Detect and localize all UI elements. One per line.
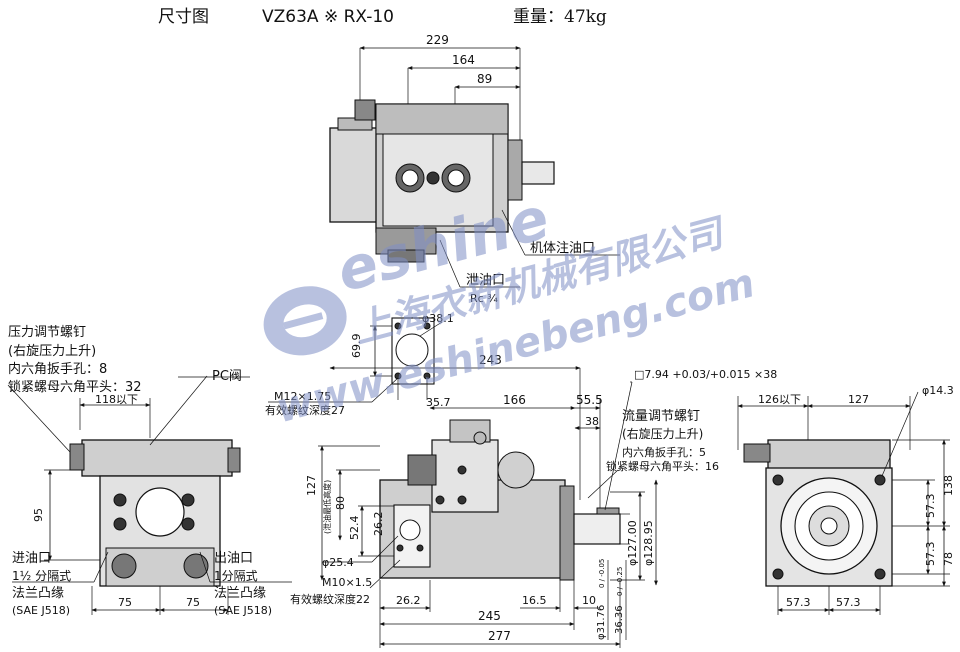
inlet-sae: (SAE J518) xyxy=(12,604,70,617)
dim-55-5: 55.5 xyxy=(576,393,603,407)
dim-10: 10 xyxy=(582,594,596,607)
top-view xyxy=(329,46,620,288)
dim-80: 80 xyxy=(334,496,347,510)
dim-75-a: 75 xyxy=(118,596,132,609)
dim-16-5: 16.5 xyxy=(522,594,547,607)
dim-36-36: 36.36 xyxy=(614,605,625,634)
drain-thread-label: Rc ¾ xyxy=(470,292,498,305)
pressure-hex: 内六角扳手孔：8 xyxy=(8,361,107,377)
dim-69-9: 69.9 xyxy=(350,334,363,359)
dim-127-v: 127 xyxy=(305,475,318,496)
dim-127-00: φ127.00 xyxy=(626,520,639,566)
pc-valve-label: PC阀 xyxy=(212,369,242,384)
m12-depth-label: 有效螺纹深度27 xyxy=(265,403,345,417)
right-view xyxy=(737,391,950,615)
flow-screw-title: 流量调节螺钉 xyxy=(622,409,700,424)
machine-oil-port-label: 机体注油口 xyxy=(530,241,595,256)
inlet-flange: 法兰凸缘 xyxy=(12,586,64,601)
dim-127-v-note: (泄油最低高度) xyxy=(322,480,332,534)
dim-78: 78 xyxy=(942,552,955,566)
pressure-locknut: 锁紧螺母六角平头：32 xyxy=(8,379,142,395)
key-dimension: □7.94 +0.03/+0.015 ×38 xyxy=(634,368,777,381)
outlet-size: 1分隔式 xyxy=(214,569,258,583)
dim-57-3-c: 57.3 xyxy=(786,596,811,609)
dim-127-h: 127 xyxy=(848,393,869,406)
dim-126: 126以下 xyxy=(758,393,801,406)
dim-75-b: 75 xyxy=(186,596,200,609)
dim-245: 245 xyxy=(478,609,501,623)
m12-label: M12×1.75 xyxy=(274,390,331,403)
left-view xyxy=(7,375,292,615)
dim-166: 166 xyxy=(503,393,526,407)
drain-port-label: 泄油口 xyxy=(466,273,505,288)
dim-57-3-b: 57.3 xyxy=(924,542,937,567)
header-title: 尺寸图 xyxy=(158,7,209,27)
dim-38-1: φ38.1 xyxy=(422,312,454,325)
dim-128-95: φ128.95 xyxy=(642,520,655,566)
inlet-size: 1½ 分隔式 xyxy=(12,569,71,583)
outlet-flange: 法兰凸缘 xyxy=(214,586,266,601)
header-model: VZ63A ※ RX-10 xyxy=(262,7,394,27)
m10-label: M10×1.5 xyxy=(322,576,372,589)
flow-hex: 内六角扳手孔：5 xyxy=(622,445,706,459)
dim-36-36-tol: 0 / -0.25 xyxy=(616,567,624,596)
dim-35-7: 35.7 xyxy=(426,396,451,409)
dim-164: 164 xyxy=(452,53,475,67)
flow-locknut: 锁紧螺母六角平头：16 xyxy=(606,459,719,473)
dim-26-2-b: 26.2 xyxy=(396,594,421,607)
dim-229: 229 xyxy=(426,33,449,47)
dim-14-3: φ14.3 xyxy=(922,384,954,397)
dim-26-2-a: 26.2 xyxy=(372,512,385,537)
dim-243: 243 xyxy=(479,353,502,367)
dim-25-4: φ25.4 xyxy=(322,556,354,569)
m10-depth-label: 有效螺纹深度22 xyxy=(290,592,370,606)
outlet-title: 出油口 xyxy=(214,551,253,566)
header-weight: 重量：47kg xyxy=(513,7,607,27)
pressure-screw-note: (右旋压力上升) xyxy=(8,344,96,359)
outlet-sae: (SAE J518) xyxy=(214,604,272,617)
dim-31-76: φ31.76 xyxy=(596,605,607,640)
dim-57-3-a: 57.3 xyxy=(924,494,937,519)
inlet-title: 进油口 xyxy=(12,551,51,566)
dim-95: 95 xyxy=(32,508,45,522)
dim-38: 38 xyxy=(585,415,599,428)
flow-screw-note: (右旋压力上升) xyxy=(622,426,703,441)
dim-118: 118以下 xyxy=(95,393,138,406)
dim-138: 138 xyxy=(942,475,955,496)
dim-52-4: 52.4 xyxy=(348,516,361,541)
dim-89: 89 xyxy=(477,72,492,86)
dim-277: 277 xyxy=(488,629,511,643)
dim-31-76-tol: 0 / -0.05 xyxy=(598,559,606,588)
pressure-screw-title: 压力调节螺钉 xyxy=(8,325,86,340)
center-view xyxy=(268,317,658,648)
dim-57-3-d: 57.3 xyxy=(836,596,861,609)
